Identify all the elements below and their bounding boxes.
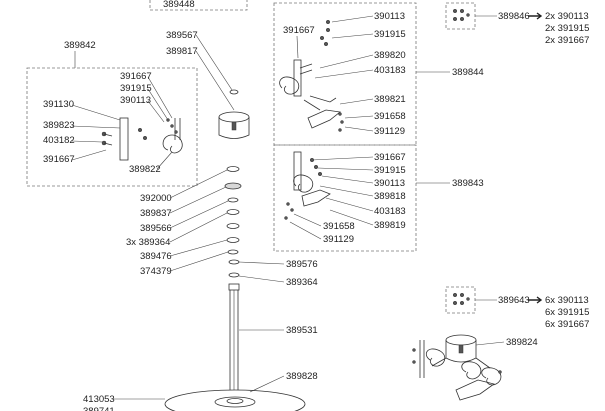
arrow-icon (528, 12, 543, 20)
pole-icon (228, 283, 240, 392)
base-icon (164, 389, 306, 411)
part-label-389846: 389846 (498, 11, 530, 22)
bracket-plate-icon (293, 59, 302, 97)
screw-icons (284, 157, 323, 220)
part-label-389364: 389364 (286, 277, 318, 288)
center-column: 389567 389817 392000 389837 389566 3x 38… (83, 30, 318, 411)
part-label-391658-m: 391658 (323, 221, 355, 232)
part-label-391130: 391130 (43, 99, 74, 110)
motor-hub-icon (218, 111, 250, 139)
part-label-389824: 389824 (506, 337, 538, 348)
washer-icon (226, 166, 240, 172)
part-label-391129-r: 391129 (374, 126, 405, 137)
small-washer-icon (229, 89, 239, 95)
bracket-plate-icon (119, 117, 129, 161)
washer-icon (228, 259, 240, 265)
part-label-389842: 389842 (64, 40, 96, 51)
part-label-389566: 389566 (140, 223, 172, 234)
arrow-icon (528, 296, 543, 304)
part-label-374379: 374379 (140, 266, 172, 277)
part-label-389531: 389531 (286, 325, 318, 336)
part-label-389476: 389476 (140, 251, 172, 262)
screw-icons (319, 19, 344, 132)
part-label-389823: 389823 (43, 120, 75, 131)
washer-icon (226, 223, 240, 229)
washer-icon (226, 209, 240, 215)
kit-item-line-1: 6x 390113 (545, 295, 589, 306)
spring-clip-icon (279, 76, 300, 95)
part-label-389828: 389828 (286, 371, 318, 382)
part-label-389818: 389818 (374, 191, 406, 202)
assembled-head-icon (412, 334, 502, 401)
part-label-389844: 389844 (452, 67, 484, 78)
part-label-391658-r: 391658 (374, 111, 406, 122)
part-label-389820: 389820 (374, 50, 406, 61)
washer-icon (226, 237, 240, 243)
bracket-plate-icon (293, 151, 302, 191)
screw-icons (101, 118, 178, 146)
part-label-389643: 389643 (498, 295, 530, 306)
part-label-389364-x3: 3x 389364 (126, 237, 170, 248)
kit-item-line-3: 6x 391667 (545, 319, 589, 330)
part-label-392000: 392000 (140, 193, 172, 204)
group-389842: 389842 391667 391915 390113 391130 38982… (26, 40, 198, 187)
part-label-390113-m: 390113 (374, 178, 405, 189)
part-label-389576: 389576 (286, 259, 318, 270)
part-label-391915-a: 391915 (120, 83, 152, 94)
washer-icon (228, 272, 240, 278)
kit-item-line-3: 2x 391667 (545, 35, 589, 46)
part-label-391129-m: 391129 (323, 234, 354, 245)
spring-clip-icon (293, 174, 314, 193)
part-label-391915-r: 391915 (374, 29, 406, 40)
kit-item-line-2: 6x 391915 (545, 307, 589, 318)
kit-389643: 389643 6x 390113 6x 391915 6x 391667 (445, 286, 589, 330)
group-389843: 391667 391915 390113 389818 403183 38981… (273, 144, 484, 252)
part-label-391915-m: 391915 (374, 165, 406, 176)
part-label-403182: 403182 (43, 135, 75, 146)
washer-icon (227, 249, 239, 255)
part-label-partial: 389741 (83, 406, 115, 411)
washer-icon (227, 197, 239, 203)
screw-kit-icon (452, 8, 470, 22)
part-label-389843: 389843 (452, 178, 484, 189)
group-389448: 389448 (149, 0, 248, 11)
part-label-389822: 389822 (129, 164, 161, 175)
part-label-390113-r: 390113 (374, 11, 405, 22)
part-label-391667-r: 391667 (283, 25, 315, 36)
part-label-403183-m: 403183 (374, 206, 406, 217)
spring-clip-icon (162, 134, 183, 154)
assembly-389824: 389824 (412, 334, 538, 401)
part-label-391667-b: 391667 (43, 154, 75, 165)
group-389844: 391667 390113 391915 389820 403183 38982… (273, 2, 484, 146)
part-label-389821: 389821 (374, 94, 406, 105)
part-label-391667-a: 391667 (120, 71, 152, 82)
kit-item-line-1: 2x 390113 (545, 11, 589, 22)
kit-item-line-2: 2x 391915 (545, 23, 589, 34)
part-label-390113-a: 390113 (120, 95, 151, 106)
kit-389846: 389846 2x 390113 2x 391915 2x 391667 (445, 2, 589, 46)
clamp-icon (301, 189, 331, 207)
washer-icon (224, 182, 242, 190)
part-label-389448: 389448 (163, 0, 195, 10)
clamp-icon (307, 109, 341, 129)
part-label-389837: 389837 (140, 208, 172, 219)
screw-kit-icon (452, 292, 470, 306)
part-label-389817: 389817 (166, 46, 198, 57)
part-label-391667-m: 391667 (374, 152, 406, 163)
part-label-403183-r: 403183 (374, 65, 406, 76)
part-label-413053: 413053 (83, 394, 115, 405)
part-label-389819: 389819 (374, 220, 406, 231)
part-label-389567: 389567 (166, 30, 198, 41)
